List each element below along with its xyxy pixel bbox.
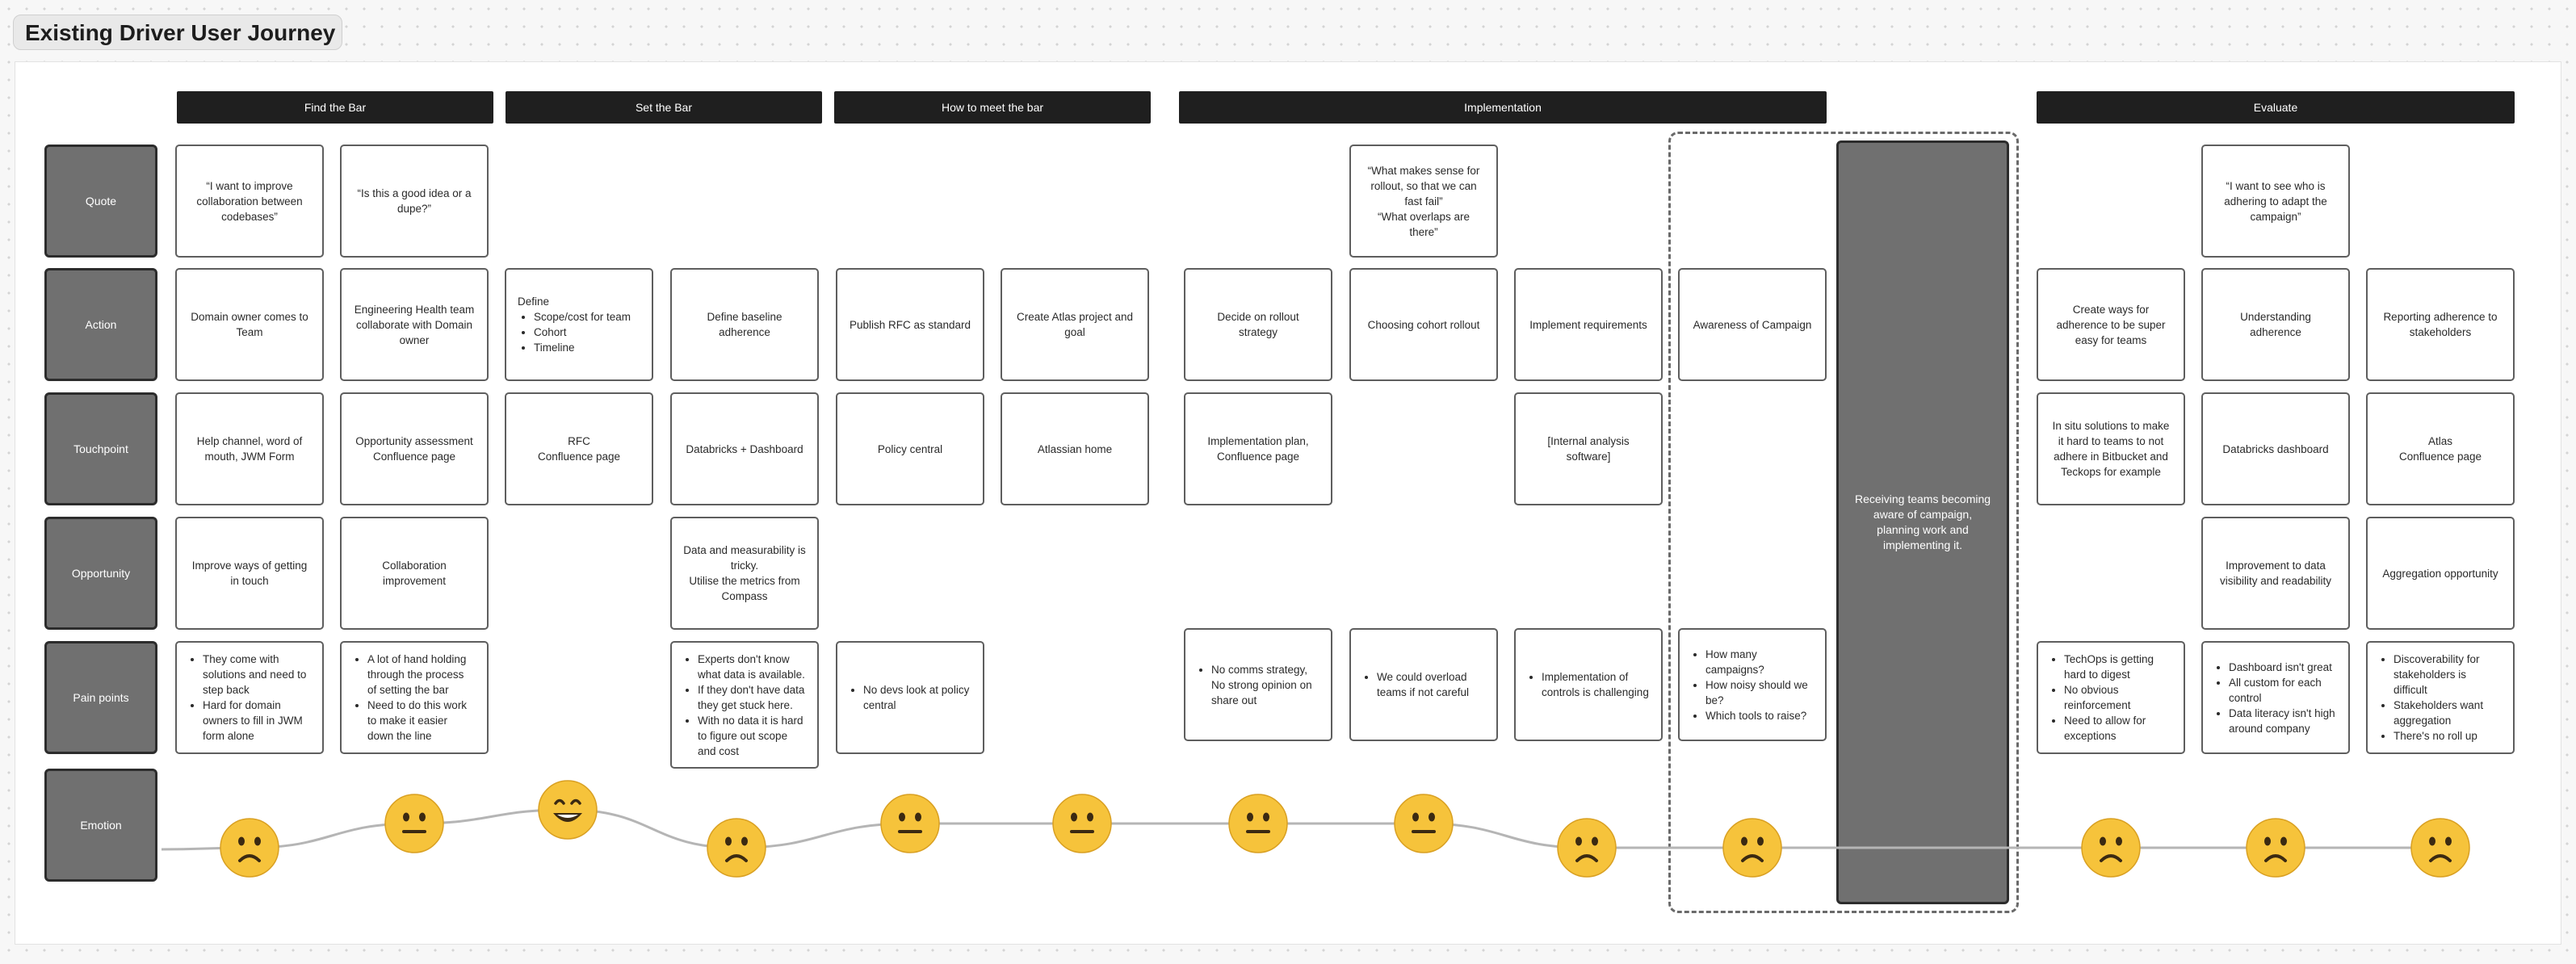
opportunity-card[interactable]: Improve ways of getting in touch xyxy=(175,517,324,630)
pain-point-item: No devs look at policy central xyxy=(863,682,971,713)
action-card[interactable]: Publish RFC as standard xyxy=(836,268,984,381)
highlight-frame[interactable] xyxy=(1668,132,2019,913)
touchpoint-card[interactable]: Databricks dashboard xyxy=(2201,392,2350,505)
emotion-neutral-face-icon[interactable] xyxy=(1051,793,1113,854)
phase-how-to-meet-the-bar[interactable]: How to meet the bar xyxy=(834,91,1151,124)
pain-point-item: TechOps is getting hard to digest xyxy=(2064,652,2172,682)
pain-point-item: Stakeholders want aggregation xyxy=(2393,698,2502,728)
opportunity-card[interactable]: Collaboration improvement xyxy=(340,517,489,630)
pain-points-card[interactable]: Implementation of controls is challengin… xyxy=(1514,628,1663,741)
row-label-quote[interactable]: Quote xyxy=(44,145,157,258)
row-label-opportunity[interactable]: Opportunity xyxy=(44,517,157,630)
pain-points-card[interactable]: Dashboard isn't greatAll custom for each… xyxy=(2201,641,2350,754)
define-title: Define xyxy=(518,295,550,308)
touchpoint-card[interactable]: Atlas Confluence page xyxy=(2366,392,2515,505)
touchpoint-card[interactable]: Databricks + Dashboard xyxy=(670,392,819,505)
pain-point-item: Need to do this work to make it easier d… xyxy=(367,698,476,744)
emotion-sad-face-icon[interactable] xyxy=(2410,817,2471,878)
board-title[interactable]: Existing Driver User Journey xyxy=(13,15,342,50)
action-card[interactable]: Understanding adherence xyxy=(2201,268,2350,381)
phase-find-the-bar[interactable]: Find the Bar xyxy=(177,91,493,124)
row-label-emotion[interactable]: Emotion xyxy=(44,769,157,882)
pain-points-card[interactable]: They come with solutions and need to ste… xyxy=(175,641,324,754)
pain-point-item: How many campaigns? xyxy=(1705,647,1814,677)
action-card[interactable]: Engineering Health team collaborate with… xyxy=(340,268,489,381)
pain-points-card[interactable]: Experts don't know what data is availabl… xyxy=(670,641,819,769)
emotion-sad-face-icon[interactable] xyxy=(1556,817,1617,878)
opportunity-card[interactable]: Data and measurability is tricky. Utilis… xyxy=(670,517,819,630)
define-item: Timeline xyxy=(534,340,640,355)
pain-points-card[interactable]: Discoverability for stakeholders is diff… xyxy=(2366,641,2515,754)
pain-point-item: No obvious reinforcement xyxy=(2064,682,2172,713)
highlight-card[interactable]: Receiving teams becoming aware of campai… xyxy=(1836,140,2009,904)
emotion-neutral-face-icon[interactable] xyxy=(384,793,445,854)
emotion-neutral-face-icon[interactable] xyxy=(1393,793,1454,854)
emotion-sad-face-icon[interactable] xyxy=(2245,817,2306,878)
touchpoint-card[interactable]: Atlassian home xyxy=(1001,392,1149,505)
opportunity-card[interactable]: Aggregation opportunity xyxy=(2366,517,2515,630)
phase-evaluate[interactable]: Evaluate xyxy=(2037,91,2515,124)
touchpoint-card[interactable]: Help channel, word of mouth, JWM Form xyxy=(175,392,324,505)
touchpoint-card[interactable]: Opportunity assessment Confluence page xyxy=(340,392,489,505)
row-label-action[interactable]: Action xyxy=(44,268,157,381)
quote-card[interactable]: “What makes sense for rollout, so that w… xyxy=(1349,145,1498,258)
pain-point-item: How noisy should we be? xyxy=(1705,677,1814,708)
pain-point-item: If they don't have data they get stuck h… xyxy=(698,682,806,713)
phase-implementation[interactable]: Implementation xyxy=(1179,91,1827,124)
quote-card[interactable]: “I want to improve collaboration between… xyxy=(175,145,324,258)
action-card[interactable]: Decide on rollout strategy xyxy=(1184,268,1332,381)
action-card[interactable]: Domain owner comes to Team xyxy=(175,268,324,381)
emotion-sad-face-icon[interactable] xyxy=(219,817,280,878)
emotion-happy-face-icon[interactable] xyxy=(537,779,598,840)
emotion-neutral-face-icon[interactable] xyxy=(1227,793,1289,854)
touchpoint-card[interactable]: RFC Confluence page xyxy=(505,392,653,505)
pain-points-card[interactable]: How many campaigns?How noisy should we b… xyxy=(1678,628,1827,741)
touchpoint-card[interactable]: In situ solutions to make it hard to tea… xyxy=(2037,392,2185,505)
define-item: Cohort xyxy=(534,325,640,340)
pain-point-item: Experts don't know what data is availabl… xyxy=(698,652,806,682)
pain-point-item: Need to allow for exceptions xyxy=(2064,713,2172,744)
action-card[interactable]: Reporting adherence to stakeholders xyxy=(2366,268,2515,381)
action-card[interactable]: Create Atlas project and goal xyxy=(1001,268,1149,381)
emotion-sad-face-icon[interactable] xyxy=(2080,817,2142,878)
action-card[interactable]: Awareness of Campaign xyxy=(1678,268,1827,381)
pain-point-item: We could overload teams if not careful xyxy=(1377,669,1485,700)
emotion-sad-face-icon[interactable] xyxy=(706,817,767,878)
action-card-define[interactable]: Define Scope/cost for team Cohort Timeli… xyxy=(505,268,653,381)
quote-card[interactable]: “Is this a good idea or a dupe?” xyxy=(340,145,489,258)
pain-point-item: Hard for domain owners to fill in JWM fo… xyxy=(203,698,311,744)
row-label-pain-points[interactable]: Pain points xyxy=(44,641,157,754)
emotion-sad-face-icon[interactable] xyxy=(1722,817,1783,878)
opportunity-card[interactable]: Improvement to data visibility and reada… xyxy=(2201,517,2350,630)
touchpoint-card[interactable]: Policy central xyxy=(836,392,984,505)
define-item: Scope/cost for team xyxy=(534,309,640,325)
pain-points-card[interactable]: TechOps is getting hard to digestNo obvi… xyxy=(2037,641,2185,754)
pain-point-item: All custom for each control xyxy=(2229,675,2337,706)
pain-point-item: Implementation of controls is challengin… xyxy=(1542,669,1650,700)
pain-point-item: Which tools to raise? xyxy=(1705,708,1814,723)
pain-point-item: Discoverability for stakeholders is diff… xyxy=(2393,652,2502,698)
touchpoint-card[interactable]: Implementation plan, Confluence page xyxy=(1184,392,1332,505)
pain-point-item: No comms strategy, No strong opinion on … xyxy=(1211,662,1319,708)
pain-point-item: They come with solutions and need to ste… xyxy=(203,652,311,698)
pain-points-card[interactable]: A lot of hand holding through the proces… xyxy=(340,641,489,754)
pain-points-card[interactable]: No comms strategy, No strong opinion on … xyxy=(1184,628,1332,741)
pain-points-card[interactable]: We could overload teams if not careful xyxy=(1349,628,1498,741)
action-card[interactable]: Define baseline adherence xyxy=(670,268,819,381)
row-label-touchpoint[interactable]: Touchpoint xyxy=(44,392,157,505)
action-card[interactable]: Implement requirements xyxy=(1514,268,1663,381)
action-card[interactable]: Choosing cohort rollout xyxy=(1349,268,1498,381)
quote-card[interactable]: “I want to see who is adhering to adapt … xyxy=(2201,145,2350,258)
pain-point-item: There's no roll up xyxy=(2393,728,2502,744)
touchpoint-card[interactable]: [Internal analysis software] xyxy=(1514,392,1663,505)
emotion-neutral-face-icon[interactable] xyxy=(879,793,941,854)
pain-point-item: With no data it is hard to figure out sc… xyxy=(698,713,806,759)
pain-points-card[interactable]: No devs look at policy central xyxy=(836,641,984,754)
action-card[interactable]: Create ways for adherence to be super ea… xyxy=(2037,268,2185,381)
pain-point-item: A lot of hand holding through the proces… xyxy=(367,652,476,698)
pain-point-item: Data literacy isn't high around company xyxy=(2229,706,2337,736)
phase-set-the-bar[interactable]: Set the Bar xyxy=(506,91,822,124)
pain-point-item: Dashboard isn't great xyxy=(2229,660,2337,675)
